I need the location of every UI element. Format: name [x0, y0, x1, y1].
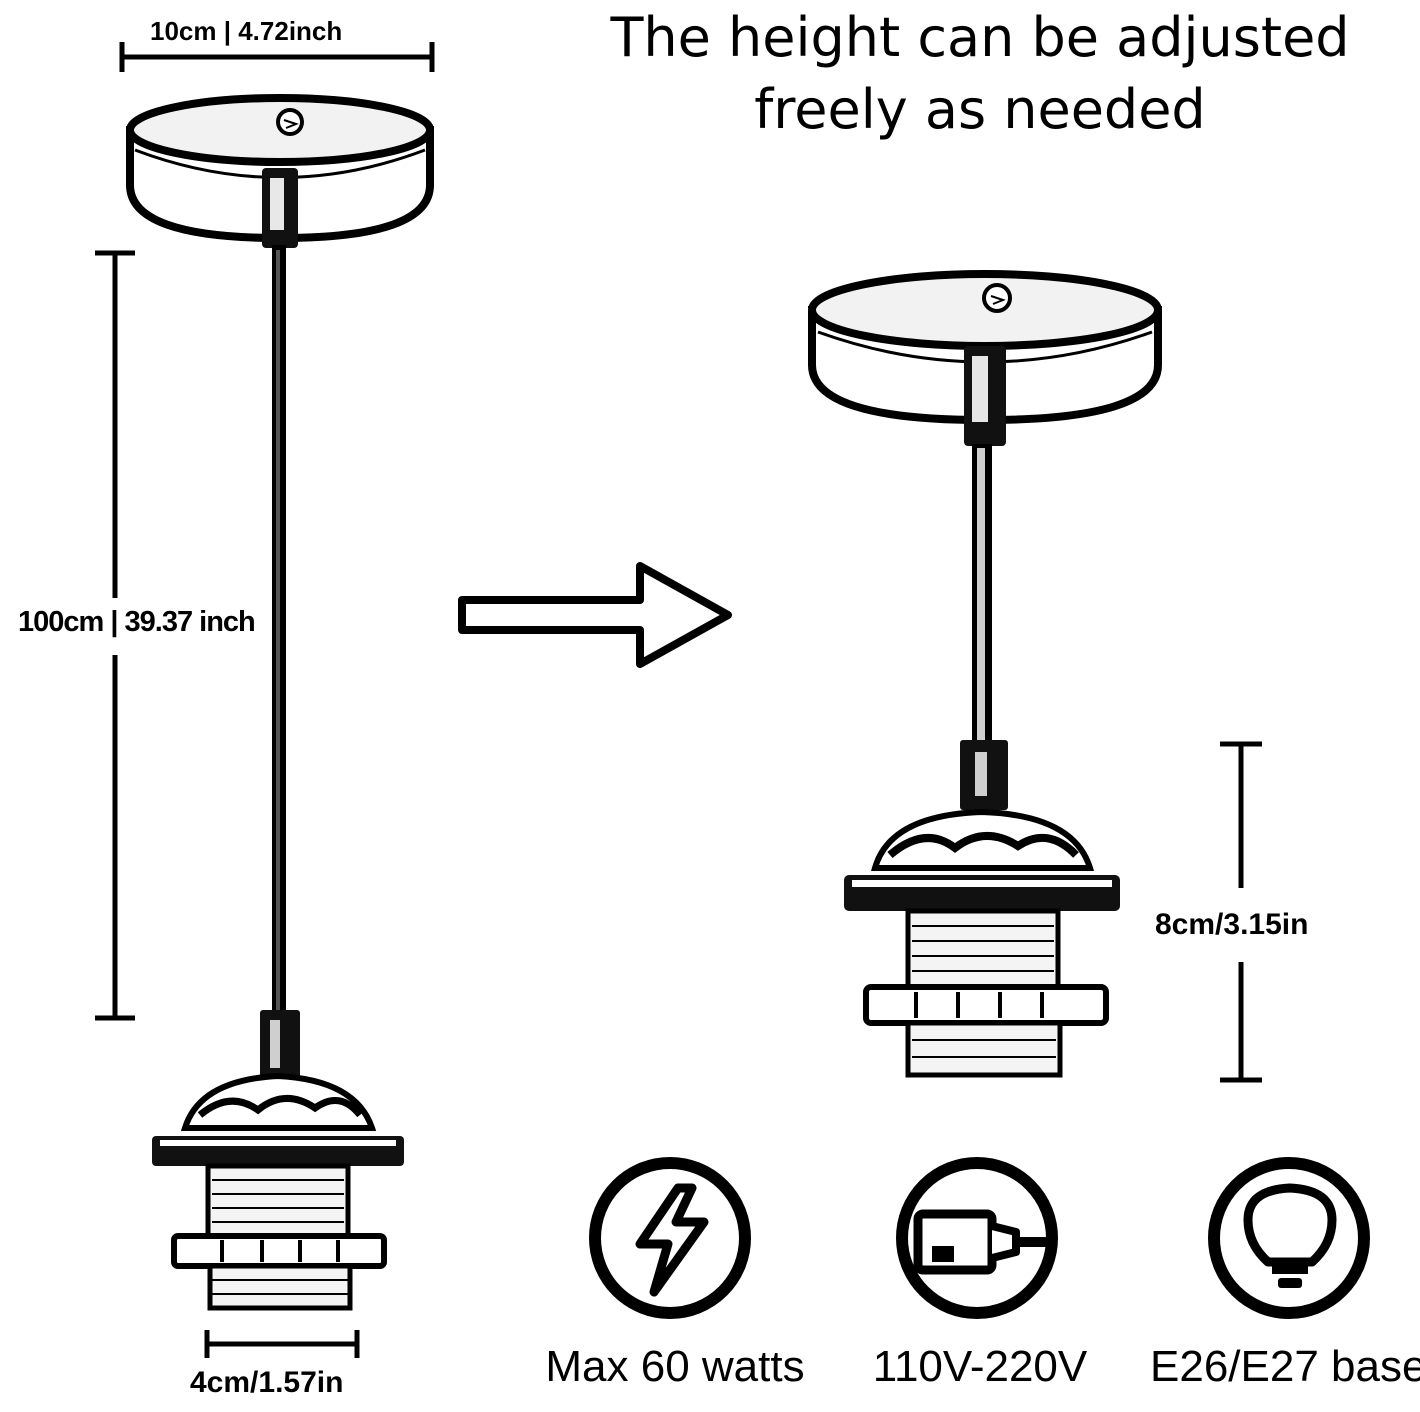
- socket-width-dimension-line: [204, 1330, 360, 1358]
- arrow-right-icon: [458, 562, 732, 668]
- bulb-icon: [1208, 1157, 1370, 1319]
- headline-line-2: freely as needed: [754, 78, 1206, 141]
- canopy-left: [126, 94, 434, 248]
- plug-icon: [896, 1157, 1058, 1319]
- feature-label-wattage: Max 60 watts: [545, 1342, 805, 1391]
- lightning-icon: [589, 1157, 751, 1319]
- canopy-width-dimension-line: [119, 42, 435, 72]
- socket-height-label: 8cm/3.15in: [1155, 908, 1309, 941]
- feature-label-voltage: 110V-220V: [872, 1342, 1088, 1391]
- canopy-width-label: 10cm | 4.72inch: [150, 16, 343, 46]
- socket-width-label: 4cm/1.57in: [190, 1366, 344, 1399]
- cord-right: [972, 444, 992, 744]
- canopy-right: [808, 270, 1162, 446]
- feature-label-base: E26/E27 base: [1150, 1342, 1420, 1391]
- socket-height-dimension-line: [1220, 741, 1262, 1083]
- socket-left: [152, 1010, 404, 1311]
- headline-line-1: The height can be adjusted: [610, 6, 1350, 69]
- cord-length-dimension-line: [95, 250, 135, 1021]
- cord-left: [272, 245, 286, 1015]
- cord-length-label: 100cm | 39.37 inch: [18, 606, 256, 638]
- socket-right: [844, 740, 1120, 1078]
